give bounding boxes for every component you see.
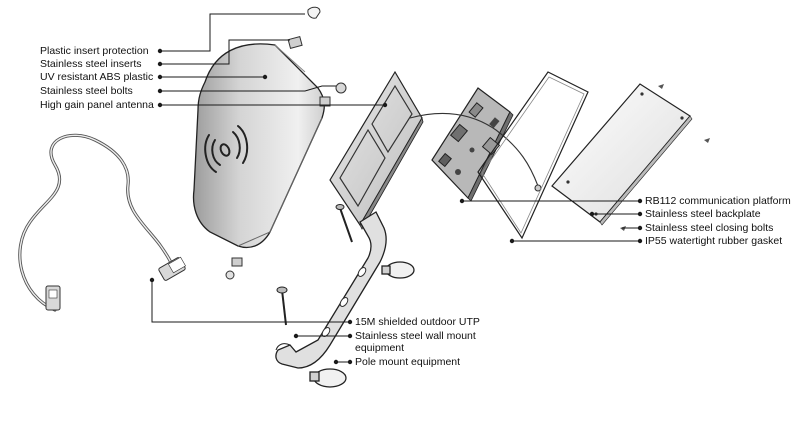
dot-stainless-steel-inserts (157, 61, 163, 67)
rj45-connector-right (158, 256, 186, 281)
dot-pole-mount-part (333, 359, 339, 365)
leader-utp (151, 280, 350, 323)
abs-enclosure (192, 43, 325, 249)
dot-backplate (637, 211, 643, 217)
rb112-board (431, 87, 514, 202)
label-wall-mount: Stainless steel wall mount equipment (355, 330, 476, 354)
leader-stainless-bolts (160, 85, 336, 92)
wireless-icon (204, 125, 249, 173)
stainless-steel-insert-part (225, 35, 303, 280)
label-ip55-gasket: IP55 watertight rubber gasket (645, 235, 783, 247)
stainless-steel-bolt-part (319, 82, 347, 107)
label-stainless-steel-inserts: Stainless steel inserts (40, 58, 142, 70)
dot-gasket-part (509, 238, 515, 244)
label-stainless-steel-bolts: Stainless steel bolts (40, 85, 133, 97)
panel-antenna (329, 70, 424, 230)
label-pole-mount: Pole mount equipment (355, 356, 461, 368)
dot-utp-part (149, 277, 155, 283)
rubber-gasket (477, 71, 589, 240)
label-rb112-platform: RB112 communication platform (645, 195, 791, 207)
label-stainless-steel-closing-bolts: Stainless steel closing bolts (645, 222, 774, 234)
leader-dots (149, 48, 643, 365)
dot-closing-bolts (637, 225, 643, 231)
utp-cable (18, 133, 174, 312)
leader-stainless-steel-inserts (160, 39, 290, 65)
dot-pole-mount (347, 359, 353, 365)
label-plastic-insert-protection: Plastic insert protection (40, 45, 149, 57)
leader-plastic-insert-protection (160, 13, 305, 52)
wall-mount-bracket (275, 211, 387, 369)
dot-wall-mount (347, 333, 353, 339)
dot-utp (347, 319, 353, 325)
label-uv-resistant-abs-plastic: UV resistant ABS plastic (40, 71, 154, 83)
dot-wall-mount-part (293, 333, 299, 339)
pole-clamp-lower (309, 368, 347, 388)
leader-lines (151, 13, 640, 363)
wall-mount-screw (276, 286, 288, 326)
dot-backplate-part (589, 211, 595, 217)
dot-rb112 (637, 198, 643, 204)
dot-uv-abs (157, 74, 163, 80)
label-stainless-steel-backplate: Stainless steel backplate (645, 208, 761, 220)
dot-panel-antenna (157, 102, 163, 108)
dot-uv-abs-part (262, 74, 268, 80)
dot-stainless-bolts (157, 88, 163, 94)
dot-rb112-part (459, 198, 465, 204)
rj45-connector-left (45, 285, 61, 311)
pole-clamp-upper (381, 261, 415, 279)
antenna-screw (335, 204, 353, 243)
label-utp-cable: 15M shielded outdoor UTP (355, 316, 480, 328)
label-high-gain-panel-antenna: High gain panel antenna (40, 99, 154, 111)
plastic-insert-protection-part (307, 6, 321, 19)
dot-panel-antenna-part (382, 102, 388, 108)
dot-plastic-insert-protection (157, 48, 163, 54)
dot-gasket (637, 238, 643, 244)
